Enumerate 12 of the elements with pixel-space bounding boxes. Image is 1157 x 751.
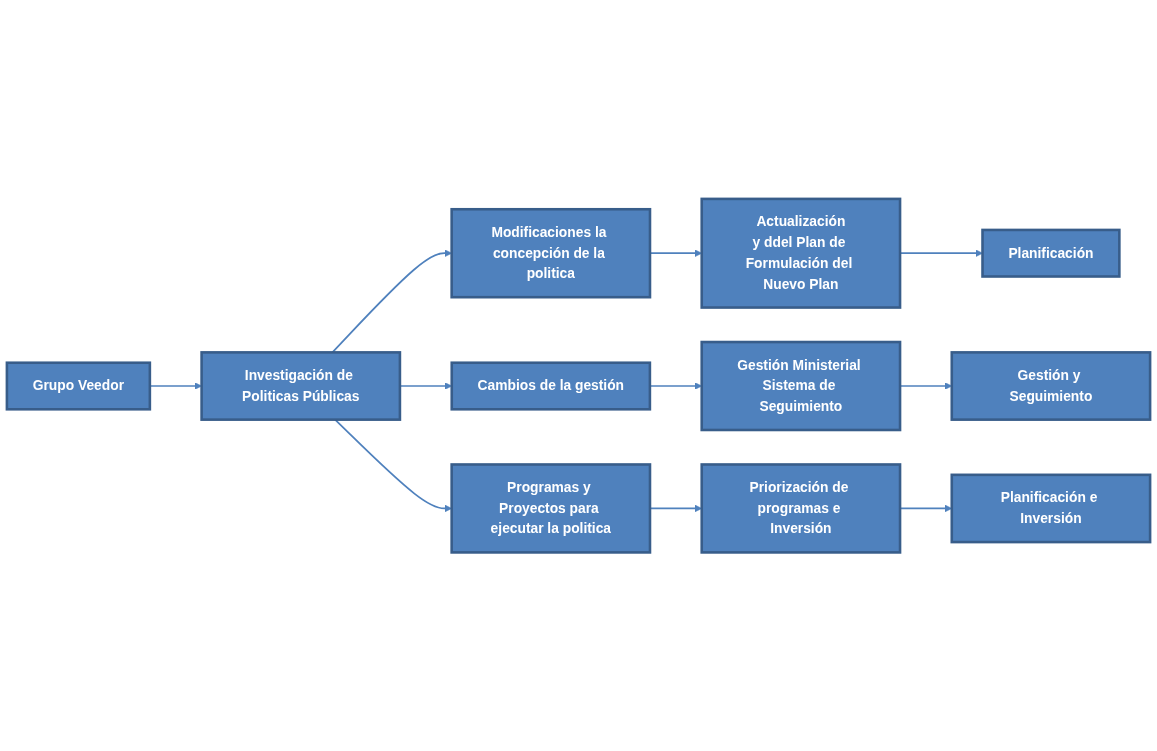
node-box: Gestión Ministerial Sistema de Seguimiento: [700, 340, 902, 432]
node-box: Actualización y ddel Plan de Formulación del Nuevo Plan: [700, 197, 902, 309]
node-box: Gestión y Seguimiento: [950, 350, 1152, 421]
node-box: Investigación de Politicas Públicas: [200, 350, 402, 421]
node-box: Grupo Veedor: [5, 361, 152, 411]
node-box: Modificaciones la concepción de la politica: [450, 207, 652, 299]
node-box: Planificación e Inversión: [950, 473, 1152, 544]
arrow: [149, 382, 202, 390]
node-box: Priorización de programas e Inversión: [700, 463, 902, 554]
node-box: Planificación: [981, 228, 1121, 278]
node-box: Programas y Proyectos para ejecutar la politica: [450, 463, 652, 554]
node-box: Cambios de la gestión: [450, 361, 652, 411]
